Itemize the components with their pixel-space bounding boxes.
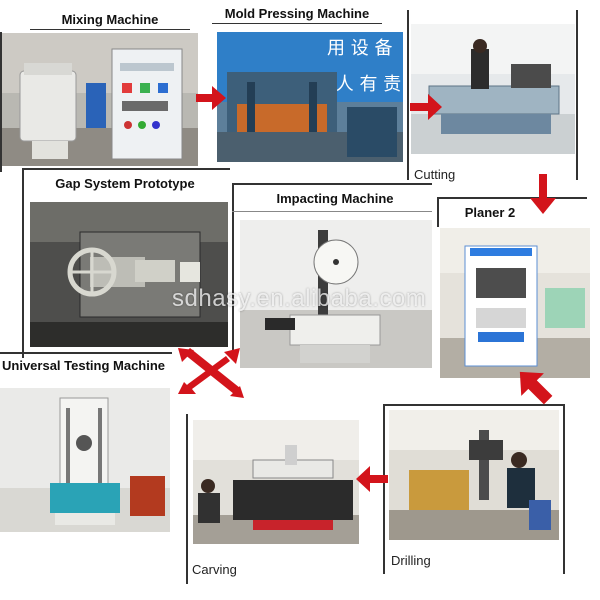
frame-line (0, 32, 2, 172)
planer-label: Planer 2 (464, 205, 516, 220)
frame-line (407, 10, 409, 180)
impacting-machine-photo (240, 220, 432, 368)
mixing-machine-label: Mixing Machine (30, 12, 190, 30)
frame-line (576, 10, 578, 180)
frame-line (232, 183, 432, 185)
frame-line (232, 183, 234, 358)
cutting-photo (411, 24, 575, 154)
svg-text:用 设 备: 用 设 备 (327, 38, 392, 59)
frame-line (437, 197, 587, 199)
arrow-drilling-to-carving (356, 466, 388, 492)
universal-testing-label: Universal Testing Machine (2, 358, 166, 373)
frame-line (563, 404, 565, 574)
frame-line (22, 168, 230, 170)
mold-pressing-label: Mold Pressing Machine (212, 6, 382, 24)
carving-photo (193, 420, 359, 544)
frame-line (437, 197, 439, 227)
cutting-caption: Cutting (414, 167, 456, 182)
mixing-machine-photo (2, 33, 198, 166)
arrow-mold-to-cutting (410, 94, 442, 120)
drilling-photo (389, 410, 559, 540)
carving-caption: Carving (192, 562, 237, 577)
frame-line (186, 414, 188, 584)
frame-line (0, 352, 172, 354)
arrow-cross-left (178, 348, 244, 398)
frame-line (22, 168, 24, 358)
frame-line (383, 404, 385, 574)
watermark-text: sdhasy.en.alibaba.com (172, 285, 427, 312)
gap-system-label: Gap System Prototype (55, 176, 195, 191)
drilling-caption: Drilling (391, 553, 431, 568)
arrow-mixing-to-mold (196, 86, 226, 110)
planer-photo (440, 228, 590, 378)
gap-system-photo (30, 202, 228, 347)
universal-testing-photo (0, 388, 170, 532)
frame-line (232, 211, 432, 212)
mold-pressing-photo: 用 设 备 人 人 有 责 (217, 32, 403, 162)
impacting-machine-label: Impacting Machine (276, 191, 394, 206)
frame-line (383, 404, 563, 406)
arrow-planer-to-drilling (519, 371, 553, 405)
arrow-cutting-to-planer (530, 174, 556, 214)
